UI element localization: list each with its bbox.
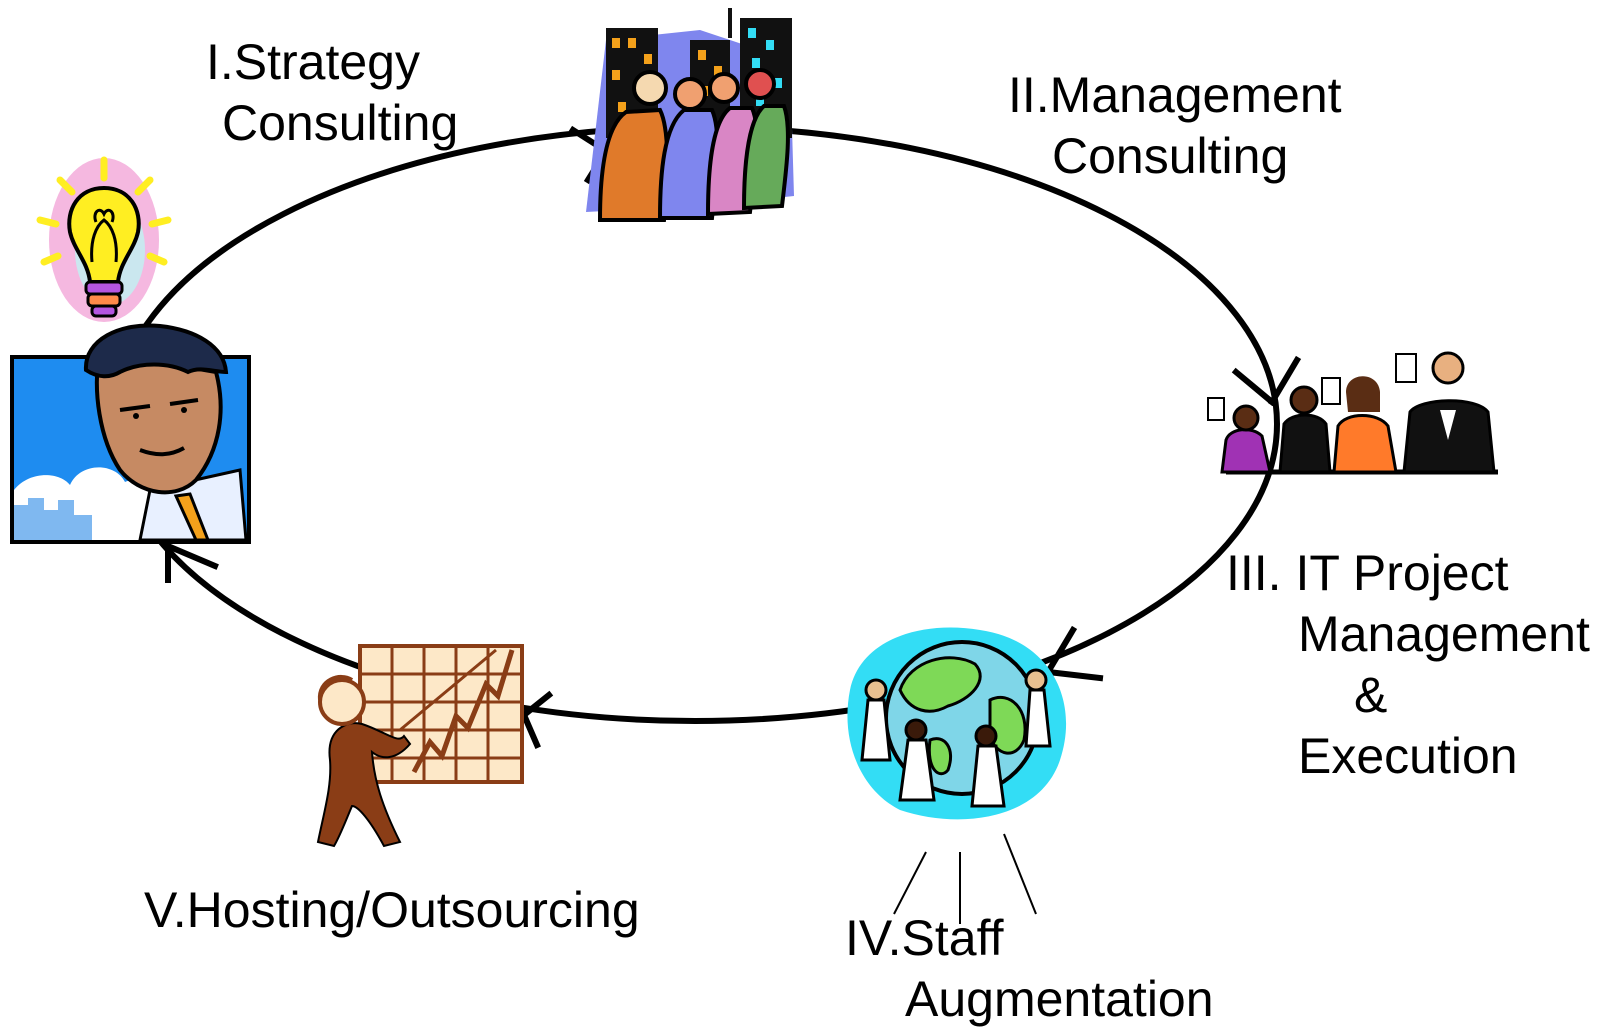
voting-committee-icon	[1207, 351, 1498, 475]
business-team-city-icon	[586, 8, 794, 222]
stage-iii-line-1: III. IT Project	[1226, 545, 1509, 601]
stage-v-line-1: V.Hosting/Outsourcing	[144, 882, 640, 938]
stage-ii-line-1: II.Management	[1008, 67, 1342, 123]
stage-i-line-2: Consulting	[222, 95, 459, 151]
stage-ii-line-2: Consulting	[1052, 128, 1289, 184]
arrowhead-to-stage-iv	[1043, 625, 1104, 682]
stage-iii-line-4: Execution	[1298, 728, 1518, 784]
businessman-portrait-icon	[10, 323, 251, 544]
arrowhead-to-stage-iii	[1231, 355, 1302, 407]
stage-iii-line-2: Management	[1298, 606, 1590, 662]
stage-iii-line-3: &	[1354, 667, 1388, 723]
arrowhead-to-stage-i	[164, 542, 219, 583]
lightbulb-icon	[36, 156, 172, 322]
presenter-growth-chart-icon	[316, 644, 524, 848]
stage-i-line-1: I.Strategy	[206, 34, 420, 90]
stage-v-label: V.Hosting/Outsourcing	[144, 880, 640, 941]
stage-iv-line-1: IV.Staff	[845, 910, 1004, 966]
people-around-globe-icon	[847, 627, 1067, 924]
stage-iv-line-2: Augmentation	[905, 971, 1214, 1027]
arrowhead-to-stage-v	[519, 690, 554, 749]
